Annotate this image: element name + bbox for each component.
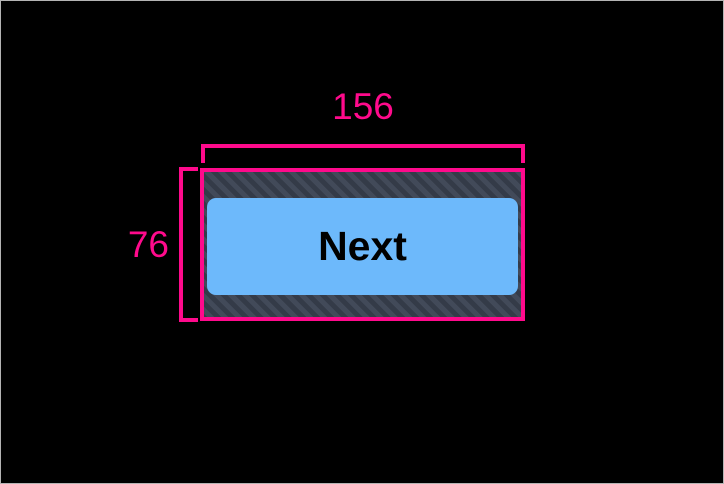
next-button-label: Next <box>318 223 407 269</box>
width-caliper-bar <box>201 144 525 148</box>
height-caliper-bar <box>179 167 183 322</box>
width-caliper-icon <box>201 144 525 164</box>
height-dimension-label: 76 <box>127 224 169 265</box>
width-dimension-label: 156 <box>332 86 394 127</box>
height-caliper-icon <box>179 167 199 322</box>
width-caliper-tick-left <box>201 144 205 163</box>
height-caliper-tick-top <box>179 167 198 171</box>
height-caliper-tick-bottom <box>179 318 198 322</box>
width-caliper-tick-right <box>521 144 525 163</box>
next-button[interactable]: Next <box>207 198 518 295</box>
